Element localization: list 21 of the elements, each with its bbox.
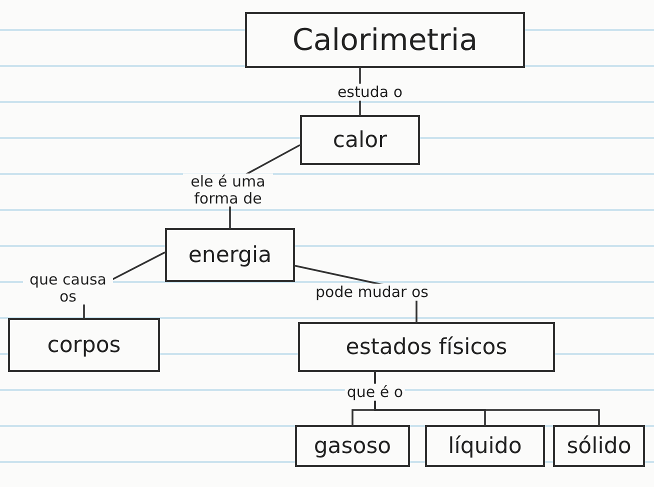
concept-box (295, 425, 410, 467)
edge-label: ele é uma forma de (183, 174, 273, 206)
concept-text: líquido (448, 434, 522, 458)
concept-box (165, 228, 295, 282)
concept-text: energia (188, 242, 272, 268)
concept-text: calor (332, 128, 388, 152)
concept-text: corpos (47, 332, 121, 358)
edge-label: estuda o (335, 84, 405, 100)
concept-text: Calorimetria (292, 22, 478, 58)
edge-label: que é o (344, 384, 406, 400)
concept-box (425, 425, 545, 467)
concept-text: sólido (566, 434, 632, 458)
concept-text: gasoso (314, 434, 392, 458)
concept-box (298, 322, 555, 372)
title-box (245, 12, 525, 68)
concept-box (553, 425, 645, 467)
concept-box (8, 318, 160, 372)
connector-line (374, 372, 600, 425)
concept-text: estados físicos (346, 334, 508, 360)
edge-label: pode mudar os (314, 284, 430, 300)
concept-box (300, 115, 420, 165)
